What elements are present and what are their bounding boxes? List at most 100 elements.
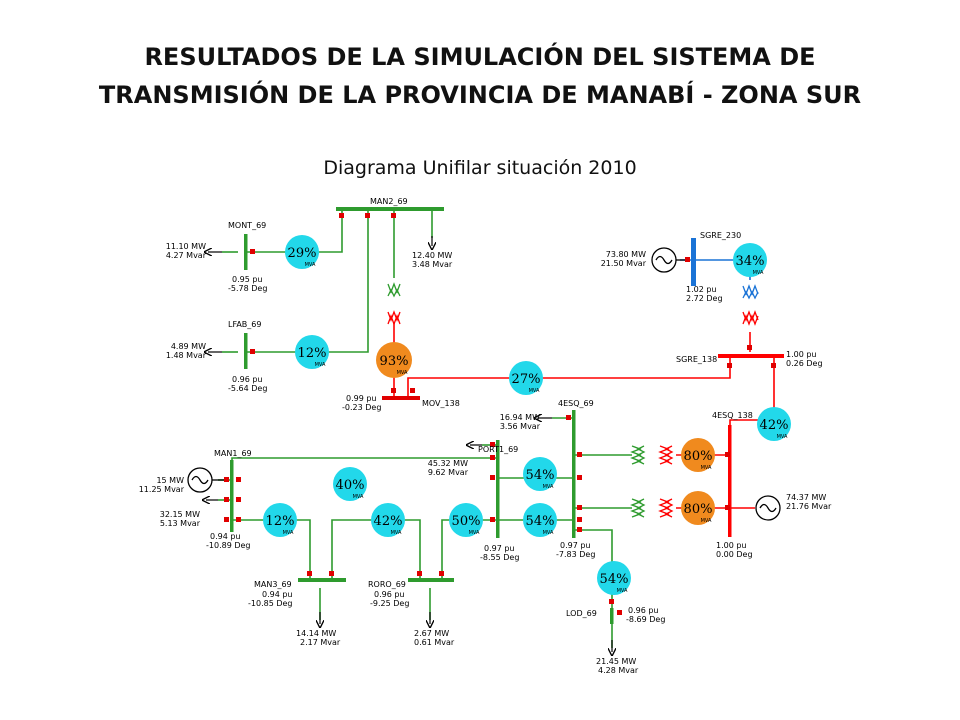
breaker[interactable] [417, 571, 422, 576]
gauge-4esq-138[interactable]: 42% MVA [757, 407, 791, 441]
gauge-unit: MVA [353, 494, 364, 500]
breaker[interactable] [236, 497, 241, 502]
breaker[interactable] [365, 213, 370, 218]
gauge-unit: MVA [701, 465, 712, 471]
breaker[interactable] [577, 452, 582, 457]
breaker[interactable] [250, 249, 255, 254]
gauge-mov[interactable]: 93% MVA [376, 342, 412, 378]
bus-man3-69[interactable] [298, 578, 346, 582]
volt-lod-deg: -8.69 Deg [626, 615, 665, 624]
bus-man1-69[interactable] [230, 460, 234, 532]
breaker[interactable] [577, 475, 582, 480]
transformers [387, 282, 759, 518]
bus-port1-69[interactable] [496, 440, 500, 538]
load-man2-mvar: 3.48 Mvar [412, 260, 453, 269]
line-man2-lfab[interactable] [246, 210, 369, 353]
line-man1-man3[interactable] [232, 519, 311, 578]
bus-mont-69[interactable] [244, 234, 248, 270]
volt-man1-deg: -10.89 Deg [206, 541, 251, 550]
breaker[interactable] [439, 571, 444, 576]
breaker[interactable] [490, 475, 495, 480]
gauge-port1-4esq-a[interactable]: 54% MVA [523, 457, 557, 491]
gauge-lfab[interactable]: 12% MVA [295, 335, 329, 369]
breaker[interactable] [490, 442, 495, 447]
volt-man1-pu: 0.94 pu [210, 532, 241, 541]
breaker[interactable] [236, 477, 241, 482]
breaker[interactable] [725, 505, 730, 510]
gauge-mov-value: 93% [380, 354, 409, 369]
bus-sgre-138[interactable] [718, 354, 784, 358]
gauge-port1-4esq-b[interactable]: 54% MVA [523, 503, 557, 537]
bus-lod-69[interactable] [610, 608, 614, 624]
breaker[interactable] [307, 571, 312, 576]
load-man2-mw: 12.40 MW [412, 251, 452, 260]
bus-roro-69[interactable] [408, 578, 454, 582]
breaker[interactable] [224, 497, 229, 502]
gauge-unit: MVA [305, 262, 316, 268]
breaker[interactable] [609, 599, 614, 604]
breaker[interactable] [747, 345, 752, 350]
load-man1-mw: 32.15 MW [160, 510, 200, 519]
gauge-mov-sgre[interactable]: 27% MVA [509, 361, 543, 395]
generator-sgre[interactable] [651, 247, 685, 273]
gauge-man3-roro[interactable]: 42% MVA [371, 503, 405, 537]
bus-label-sgre230: SGRE_230 [700, 231, 741, 240]
breaker[interactable] [577, 527, 582, 532]
breaker[interactable] [725, 452, 730, 457]
breaker[interactable] [685, 257, 690, 262]
breaker[interactable] [391, 388, 396, 393]
gen-sgre-mw: 73.80 MW [606, 250, 646, 259]
breaker[interactable] [410, 388, 415, 393]
load-man3-mvar: 2.17 Mvar [300, 638, 341, 647]
breaker[interactable] [236, 517, 241, 522]
breaker[interactable] [339, 213, 344, 218]
breaker[interactable] [224, 517, 229, 522]
breaker[interactable] [577, 505, 582, 510]
gauge-lod[interactable]: 54% MVA [597, 561, 631, 595]
bus-sgre-230[interactable] [691, 238, 696, 286]
gauge-mont[interactable]: 29% MVA [285, 235, 319, 269]
gauge-man1-man3[interactable]: 12% MVA [263, 503, 297, 537]
breaker[interactable] [224, 477, 229, 482]
breaker[interactable] [566, 415, 571, 420]
page-title: RESULTADOS DE LA SIMULACIÓN DEL SISTEMA … [0, 38, 960, 114]
transformer-4esq-1[interactable] [630, 445, 674, 465]
gauge-unit: MVA [283, 530, 294, 536]
transformer-mov[interactable] [387, 282, 401, 326]
generator-man1[interactable] [187, 467, 224, 493]
bus-label-mont: MONT_69 [228, 221, 266, 230]
breaker[interactable] [329, 571, 334, 576]
bus-4esq-138[interactable] [728, 425, 732, 537]
load-mont-mw: 11.10 MW [166, 242, 206, 251]
line-man2-mont[interactable] [246, 210, 343, 253]
breaker[interactable] [250, 349, 255, 354]
gauge-man1-port1[interactable]: 40% MVA [333, 467, 367, 501]
breaker[interactable] [391, 213, 396, 218]
load-4esq-mvar: 3.56 Mvar [500, 422, 541, 431]
breaker[interactable] [490, 455, 495, 460]
bus-man2-69[interactable] [336, 207, 444, 211]
transformer-sgre[interactable] [742, 284, 759, 326]
gen-man1-mw: 15 MW [156, 476, 184, 485]
gauge-tx2[interactable]: 80% MVA [681, 491, 715, 525]
bus-lfab-69[interactable] [244, 333, 248, 369]
gauge-roro-port1[interactable]: 50% MVA [449, 503, 483, 537]
bus-label-mov: MOV_138 [422, 399, 460, 408]
gauge-tx1-value: 80% [684, 449, 713, 464]
gauge-tx1[interactable]: 80% MVA [681, 438, 715, 472]
generator-4esq[interactable] [755, 495, 781, 521]
breaker[interactable] [617, 610, 622, 615]
bus-4esq-69[interactable] [572, 410, 576, 538]
gauge-man3-roro-value: 42% [374, 514, 403, 529]
gauge-lfab-value: 12% [298, 346, 327, 361]
breaker[interactable] [490, 517, 495, 522]
breaker[interactable] [727, 363, 732, 368]
bus-mov-138[interactable] [382, 396, 420, 400]
transformer-4esq-2[interactable] [630, 498, 674, 518]
gauge-sgre[interactable]: 34% MVA [733, 243, 767, 277]
breaker[interactable] [577, 517, 582, 522]
buses [230, 207, 784, 624]
title-line-1: RESULTADOS DE LA SIMULACIÓN DEL SISTEMA … [144, 43, 816, 71]
breaker[interactable] [771, 363, 776, 368]
